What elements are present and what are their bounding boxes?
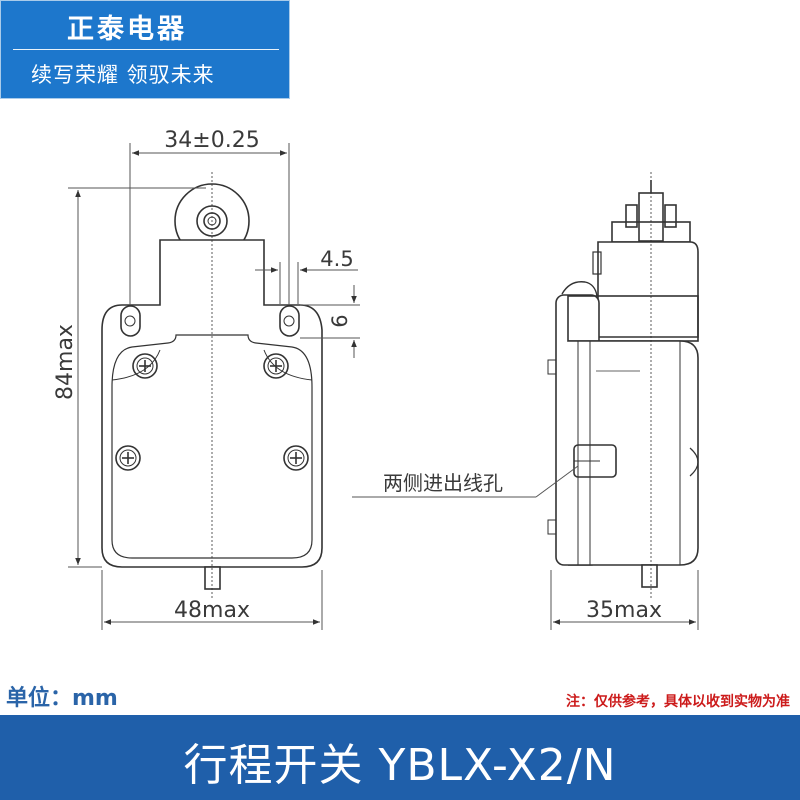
- unit-label: 单位：mm: [6, 686, 118, 711]
- front-dimensions: [68, 143, 360, 630]
- brand-divider: [13, 49, 279, 50]
- brand-box: 正泰电器 续写荣耀 领驭未来: [0, 0, 290, 99]
- switch-body-outline: [101, 239, 323, 568]
- screw-bottom-right: [283, 445, 309, 471]
- title-bar: 行程开关 YBLX-X2/N: [0, 715, 800, 800]
- product-title: 行程开关 YBLX-X2/N: [183, 740, 617, 791]
- dim-side-35: 35max: [586, 598, 662, 623]
- brand-slogan: 续写荣耀 领驭未来: [31, 63, 215, 87]
- side-view: [547, 172, 699, 600]
- side-dimensions: [352, 465, 699, 630]
- mounting-hole-right: [279, 305, 300, 337]
- dim-height-84: 84max: [53, 324, 78, 400]
- dim-width-34: 34±0.25: [164, 128, 259, 153]
- technical-drawing: 34±0.25 84max 48max 4.5 6: [53, 128, 699, 630]
- screw-bottom-left: [115, 445, 141, 471]
- screw-top-left: [132, 353, 158, 379]
- dim-hole-offset: 4.5: [320, 247, 353, 271]
- front-view: [101, 172, 323, 600]
- dim-base-48: 48max: [174, 598, 250, 623]
- screw-top-right: [263, 353, 289, 379]
- dim-hole-height: 6: [328, 314, 352, 327]
- callout-cable-holes: 两侧进出线孔: [383, 471, 503, 495]
- mounting-hole-left: [120, 305, 141, 337]
- disclaimer-note: 注：仅供参考，具体以收到实物为准: [566, 694, 790, 710]
- brand-name: 正泰电器: [67, 14, 187, 45]
